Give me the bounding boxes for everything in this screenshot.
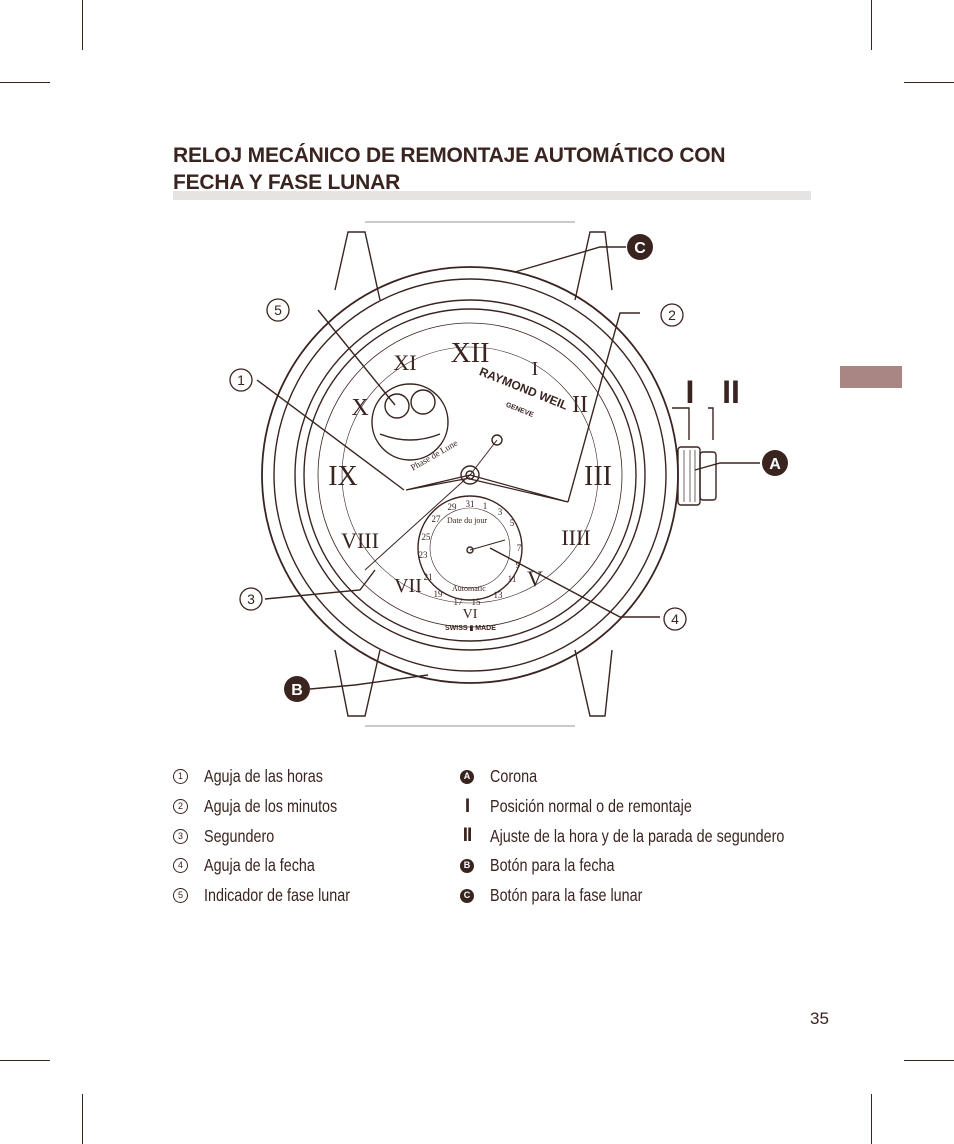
date-number: 15 <box>472 597 482 607</box>
svg-text:1: 1 <box>237 372 245 388</box>
hour-numeral: IX <box>328 461 358 492</box>
hour-numeral: VI <box>463 607 478 622</box>
legend-label: Aguja de los minutos <box>204 796 338 817</box>
legend-marker: II <box>462 825 473 847</box>
date-number: 25 <box>422 532 432 542</box>
crown-position-i: I <box>686 374 695 410</box>
date-number: 21 <box>424 572 433 582</box>
legend-label: Botón para la fecha <box>490 855 615 876</box>
legend-label: Corona <box>490 766 538 787</box>
page-title: RELOJ MECÁNICO DE REMONTAJE AUTOMÁTICO C… <box>173 142 813 196</box>
legend-item: 5 Indicador de fase lunar <box>173 881 433 911</box>
section-tab <box>840 366 902 388</box>
legend-item: 3 Segundero <box>173 821 433 851</box>
legend-label: Posición normal o de remontaje <box>490 796 692 817</box>
date-number: 9 <box>516 560 521 570</box>
dial-brand: RAYMOND WEIL <box>477 364 570 412</box>
callout-c: C <box>627 234 653 260</box>
hour-numeral: XI <box>393 350 416 375</box>
crop-mark <box>871 1094 872 1144</box>
hour-numeral: II <box>572 392 588 418</box>
legend-label: Indicador de fase lunar <box>204 885 350 906</box>
date-number: 29 <box>448 502 458 512</box>
date-number: 19 <box>434 589 444 599</box>
legend-item: B Botón para la fecha <box>460 851 840 881</box>
legend-item: A Corona <box>460 762 840 792</box>
date-number: 13 <box>494 590 504 600</box>
hour-numeral: XII <box>451 338 490 369</box>
legend-controls: A Corona I Posición normal o de remontaj… <box>460 762 840 910</box>
crown-position-ii: II <box>722 374 740 410</box>
legend-label: Aguja de la fecha <box>204 855 315 876</box>
date-number: 3 <box>498 507 503 517</box>
legend-label: Segundero <box>204 825 275 846</box>
title-line-2: FECHA Y FASE LUNAR <box>173 171 401 194</box>
legend-marker: 3 <box>173 828 188 844</box>
hour-numeral: III <box>584 461 612 492</box>
callout-b: B <box>284 676 310 702</box>
hour-numeral: X <box>351 395 368 421</box>
watch-illustration: XII I II III IIII V VI VII VIII IX X XI … <box>229 221 788 727</box>
dial-swiss-made: SWISS ▮ MADE <box>445 625 496 632</box>
date-number: 17 <box>454 597 464 607</box>
crop-mark <box>904 1060 954 1061</box>
svg-text:4: 4 <box>671 611 679 627</box>
date-number: 5 <box>510 518 515 528</box>
crop-mark <box>82 0 83 50</box>
date-number: 23 <box>419 550 429 560</box>
callout-5: 5 <box>266 298 290 322</box>
legend-label: Aguja de las horas <box>204 766 323 787</box>
legend-item: C Botón para la fase lunar <box>460 881 840 911</box>
dial-city: GENEVE <box>505 402 535 420</box>
crop-mark <box>871 0 872 50</box>
legend-marker: 5 <box>173 888 188 904</box>
hour-numeral: VII <box>394 575 422 597</box>
legend-hands: 1 Aguja de las horas 2 Aguja de los minu… <box>173 762 433 910</box>
svg-text:5: 5 <box>274 302 282 318</box>
callout-1: 1 <box>229 368 253 392</box>
crop-mark <box>904 82 954 83</box>
svg-text:2: 2 <box>668 307 676 323</box>
dial-automatic-label: Automatic <box>452 584 486 593</box>
dial-date-label: Date du jour <box>447 516 487 525</box>
legend-item: 1 Aguja de las horas <box>173 762 433 792</box>
date-number: 27 <box>432 514 442 524</box>
date-number: 31 <box>466 499 475 509</box>
legend-marker: B <box>460 858 474 873</box>
dial-moon-label: Phase de Lune <box>409 438 459 473</box>
date-number: 1 <box>483 501 488 511</box>
legend-marker: C <box>460 888 474 903</box>
legend-marker: A <box>460 769 474 784</box>
legend-marker: I <box>464 795 470 817</box>
date-number: 11 <box>508 574 517 584</box>
callout-3: 3 <box>239 587 263 611</box>
callout-4: 4 <box>663 607 687 631</box>
hour-numeral: VIII <box>341 528 379 553</box>
hour-numeral: IIII <box>561 525 590 550</box>
legend-item: II Ajuste de la hora y de la parada de s… <box>460 821 840 851</box>
svg-text:3: 3 <box>247 591 255 607</box>
callout-2: 2 <box>660 303 684 327</box>
legend-item: 2 Aguja de los minutos <box>173 792 433 822</box>
legend-item: I Posición normal o de remontaje <box>460 792 840 822</box>
svg-text:C: C <box>634 240 646 257</box>
legend-marker: 4 <box>173 858 188 874</box>
legend-label: Ajuste de la hora y de la parada de segu… <box>490 825 785 846</box>
date-number: 7 <box>517 543 522 553</box>
legend-marker: 1 <box>173 769 188 785</box>
callout-a: A <box>762 450 788 476</box>
page-number: 35 <box>810 1009 829 1028</box>
hour-numeral: V <box>527 566 543 591</box>
crop-mark <box>0 1060 50 1061</box>
crop-mark <box>82 1094 83 1144</box>
legend-item: 4 Aguja de la fecha <box>173 851 433 881</box>
legend-marker: 2 <box>173 799 188 815</box>
svg-text:A: A <box>769 456 781 473</box>
crop-mark <box>0 82 50 83</box>
svg-text:B: B <box>291 682 303 699</box>
hour-numeral: I <box>532 358 539 380</box>
legend-label: Botón para la fase lunar <box>490 885 643 906</box>
title-line-1: RELOJ MECÁNICO DE REMONTAJE AUTOMÁTICO C… <box>173 144 726 167</box>
title-underline-bar <box>173 191 811 200</box>
